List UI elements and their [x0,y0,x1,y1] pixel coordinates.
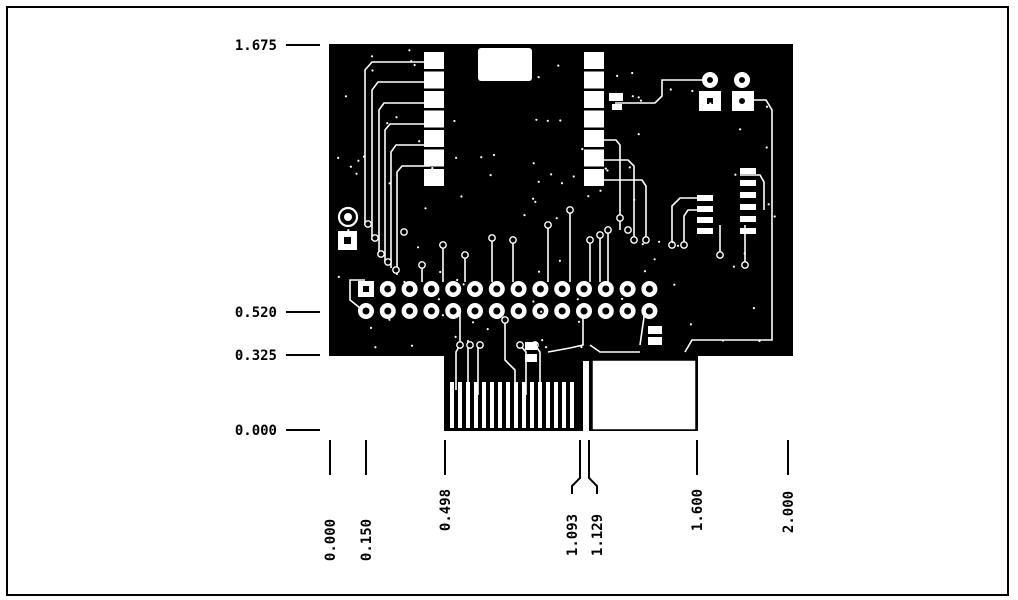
y-dimension-lines [286,44,320,431]
left-pad-column [424,52,444,186]
y-label-0-325: 0.325 [235,348,277,364]
header-pads [358,281,658,319]
traces [349,61,773,395]
x-label-0-498: 0.498 [438,489,454,531]
x-label-0-150: 0.150 [359,519,375,561]
left-connector [337,206,359,250]
x-label-0-000: 0.000 [323,519,339,561]
board-cutout-window [591,359,697,431]
drawing-frame [6,6,1009,596]
edge-connector [447,380,580,428]
right-pad-column [584,52,604,186]
x-label-1-093: 1.093 [565,514,581,556]
silk-dots [337,49,776,349]
x-label-1-129: 1.129 [590,514,606,556]
top-notch [478,48,532,81]
y-label-0-520: 0.520 [235,305,277,321]
y-label-0-000: 0.000 [235,423,277,439]
y-label-1-675: 1.675 [235,38,277,54]
x-label-2-000: 2.000 [781,491,797,533]
x-label-1-600: 1.600 [690,489,706,531]
top-right-connector [699,72,754,111]
x-dimension-lines [329,440,789,494]
smd-parts [525,93,756,362]
pcb-board [329,44,793,431]
